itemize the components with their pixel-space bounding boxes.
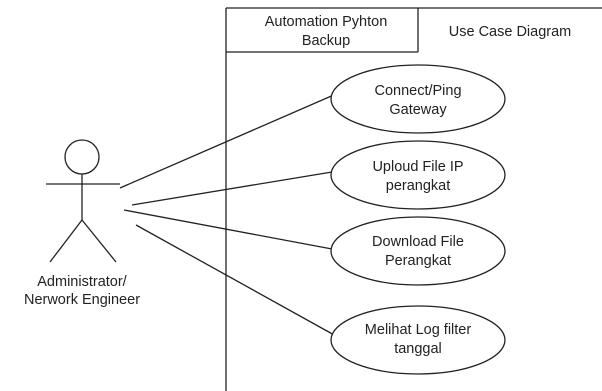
use-case-label-line2: tanggal <box>394 341 442 357</box>
association-upload-file <box>131 171 333 206</box>
use-case-download-file[interactable]: Download File Perangkat <box>330 216 506 286</box>
use-case-label-line1: Connect/Ping <box>374 83 461 99</box>
use-case-ellipse <box>330 64 506 134</box>
use-case-label-line2: Perangkat <box>385 253 451 269</box>
use-case-ellipse <box>330 216 506 286</box>
use-case-label-line1: Melihat Log filter <box>365 322 472 338</box>
system-name-line2: Backup <box>302 33 350 49</box>
diagram-kind-label: Use Case Diagram <box>449 24 572 40</box>
associations <box>119 93 337 337</box>
use-case-upload-file[interactable]: Uploud File IP perangkat <box>330 140 506 210</box>
use-case-view-log[interactable]: Melihat Log filter tanggal <box>330 305 506 375</box>
use-case-ellipse <box>330 140 506 210</box>
actor-label-line2: Nerwork Engineer <box>24 292 140 308</box>
use-case-ellipse <box>330 305 506 375</box>
use-case-label-line1: Download File <box>372 234 464 250</box>
use-case-label-line2: Gateway <box>389 102 447 118</box>
use-case-connect-ping[interactable]: Connect/Ping Gateway <box>330 64 506 134</box>
use-case-label-line1: Uploud File IP <box>372 159 463 175</box>
association-connect-ping <box>119 93 337 189</box>
actor-label-line1: Administrator/ <box>37 274 127 290</box>
actor-head <box>64 139 100 175</box>
association-download-file <box>123 209 333 250</box>
system-boundary: Automation Pyhton Backup Use Case Diagra… <box>225 7 602 391</box>
actor-stick-figure <box>46 139 120 263</box>
association-view-log <box>135 224 337 337</box>
use-case-label-line2: perangkat <box>386 178 451 194</box>
system-name-line1: Automation Pyhton <box>265 14 388 30</box>
actor-left-leg <box>49 219 83 263</box>
actor-right-leg <box>81 219 117 263</box>
